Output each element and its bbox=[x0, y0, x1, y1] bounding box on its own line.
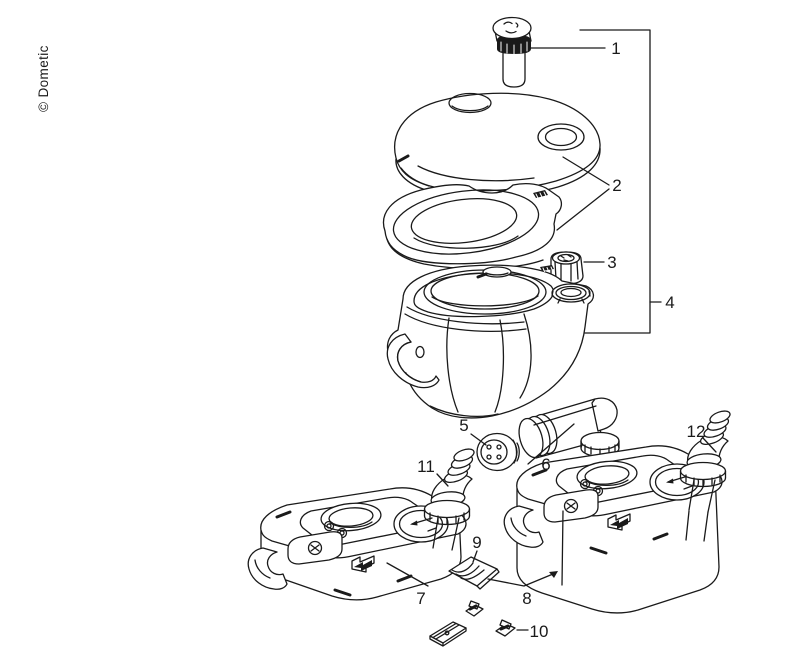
part-2-lid bbox=[394, 92, 601, 198]
part-1-vent-cap bbox=[492, 16, 532, 88]
callout-9: 9 bbox=[472, 533, 481, 552]
leader-6 bbox=[527, 423, 575, 465]
assembly-4-bracket bbox=[579, 29, 662, 334]
callout-labels: 1 2 3 4 5 6 7 8 9 10 11 12 bbox=[416, 39, 705, 641]
part-7-tank bbox=[247, 487, 467, 601]
leader-lines bbox=[386, 47, 717, 631]
callout-7: 7 bbox=[416, 589, 425, 608]
callout-12: 12 bbox=[687, 422, 706, 441]
callout-10: 10 bbox=[530, 622, 549, 641]
part-4-body bbox=[386, 264, 595, 419]
callout-1: 1 bbox=[611, 39, 620, 58]
callout-11: 11 bbox=[417, 457, 435, 476]
callout-4: 4 bbox=[665, 293, 674, 312]
leader-5 bbox=[470, 433, 487, 446]
callout-8: 8 bbox=[522, 589, 531, 608]
callout-2: 2 bbox=[612, 176, 621, 195]
callout-6: 6 bbox=[541, 455, 550, 474]
leader-2 bbox=[556, 156, 610, 231]
callout-3: 3 bbox=[607, 253, 616, 272]
part-10-clip-a bbox=[465, 600, 484, 617]
part-2-seat bbox=[383, 183, 563, 270]
leader-7 bbox=[386, 562, 429, 587]
leader-9 bbox=[472, 550, 478, 563]
leader-8-arrowhead bbox=[549, 571, 558, 578]
leader-11 bbox=[436, 473, 449, 487]
leader-8 bbox=[487, 573, 554, 587]
part-6-spout bbox=[518, 397, 620, 459]
part-9-sachet bbox=[448, 556, 500, 590]
leader-12 bbox=[702, 437, 717, 453]
part-12-elbow bbox=[679, 408, 733, 542]
callout-5: 5 bbox=[459, 416, 468, 435]
part-5-spout-cap bbox=[476, 432, 520, 472]
part-10-clip-b bbox=[495, 619, 516, 637]
part-10-plate bbox=[429, 621, 467, 647]
